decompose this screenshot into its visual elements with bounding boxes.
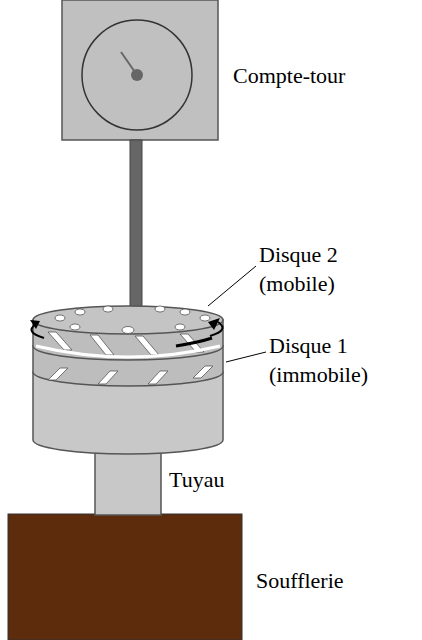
blower-box bbox=[8, 514, 242, 640]
counter-box bbox=[62, 0, 218, 140]
rotation-arrows bbox=[32, 322, 223, 338]
counter-dial bbox=[82, 20, 192, 130]
part-label: Compte-tour bbox=[233, 61, 413, 90]
part-label: Disque 1 (immobile) bbox=[269, 331, 409, 389]
disc-slots bbox=[36, 332, 220, 384]
disc-holes bbox=[55, 306, 210, 334]
part-label: Soufflerie bbox=[256, 566, 406, 595]
needle-pivot bbox=[131, 69, 143, 81]
disc-top bbox=[33, 306, 223, 334]
leader-line bbox=[226, 352, 266, 362]
rod bbox=[130, 140, 142, 328]
leader-line bbox=[208, 266, 256, 306]
part-label: Tuyau bbox=[169, 465, 269, 494]
part-label: Disque 2 (mobile) bbox=[259, 240, 384, 298]
